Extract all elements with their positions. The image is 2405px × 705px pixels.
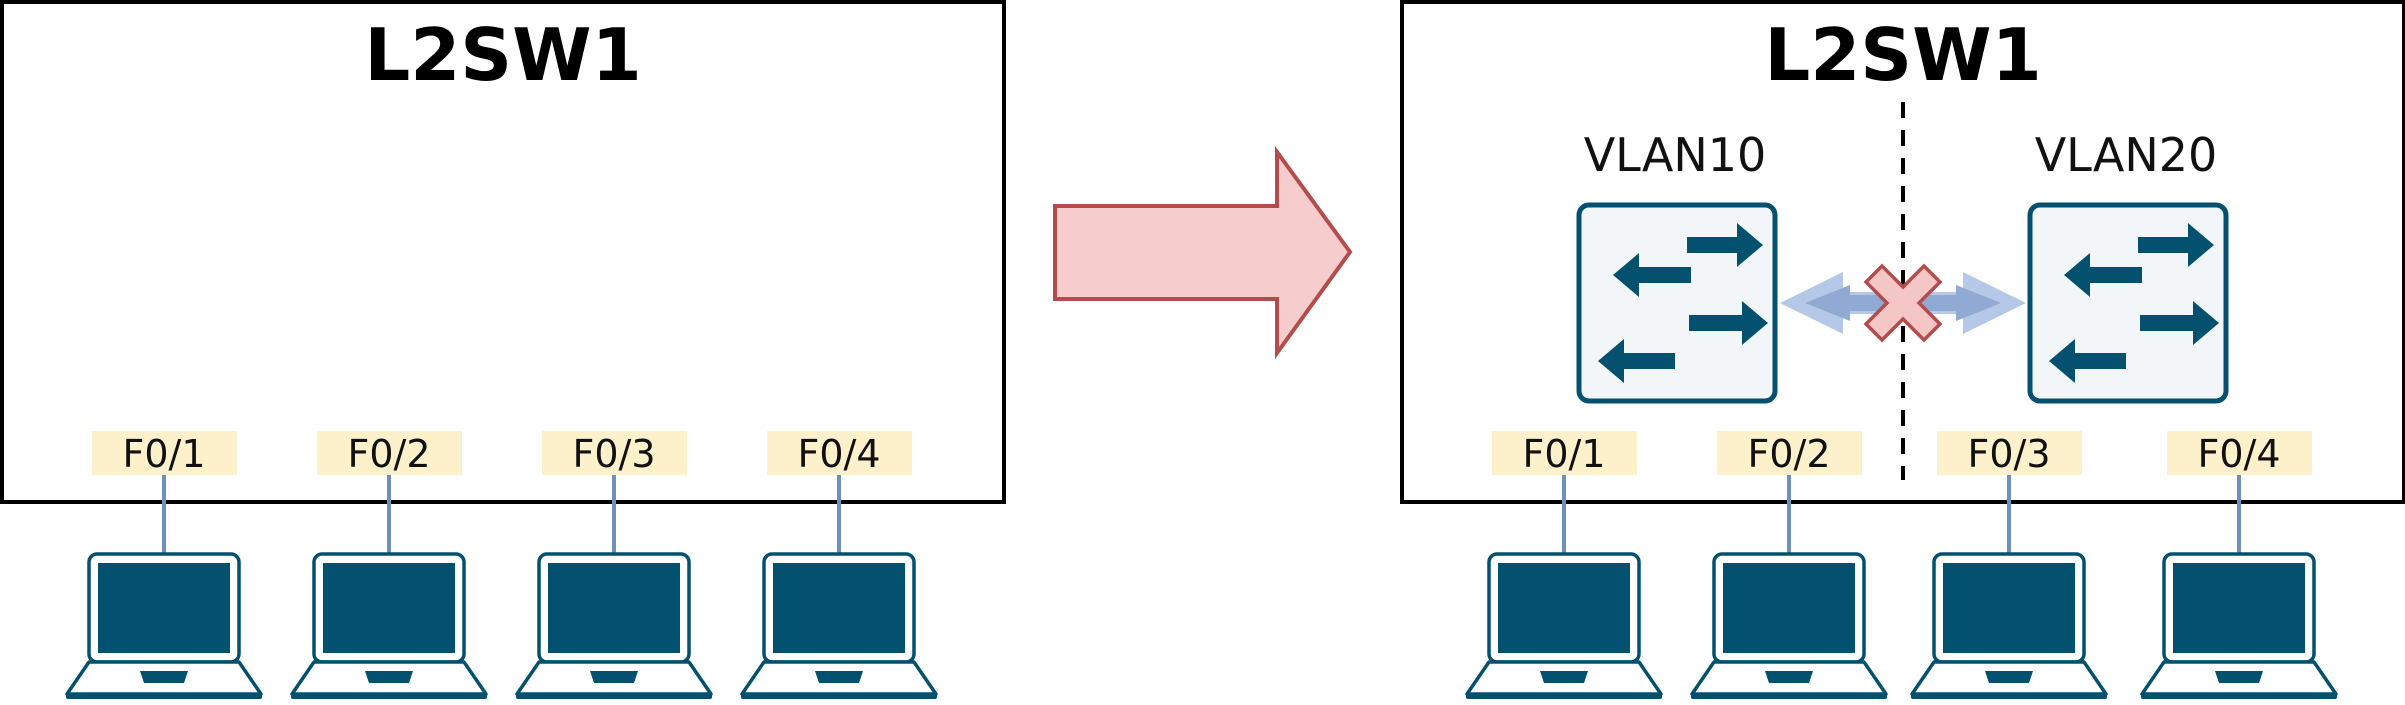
port-label: F0/2 [347, 432, 430, 476]
laptop-icon[interactable] [2139, 552, 2339, 701]
blocked-cross-icon [1863, 263, 1943, 343]
right-port-f0-2[interactable]: F0/2 [1717, 431, 1862, 476]
port-label: F0/4 [2197, 432, 2280, 476]
laptop-icon[interactable] [1689, 552, 1889, 701]
left-switch-title: L2SW1 [364, 13, 641, 97]
left-port-f0-1[interactable]: F0/1 [92, 431, 237, 476]
port-label: F0/1 [122, 432, 205, 476]
left-port-f0-3[interactable]: F0/3 [542, 431, 687, 476]
left-port-f0-2[interactable]: F0/2 [317, 431, 462, 476]
port-label: F0/4 [797, 432, 880, 476]
port-label: F0/3 [572, 432, 655, 476]
vlan10-label: VLAN10 [1584, 128, 1767, 182]
port-label: F0/2 [1747, 432, 1830, 476]
left-port-f0-4[interactable]: F0/4 [767, 431, 912, 476]
right-port-f0-1[interactable]: F0/1 [1492, 431, 1637, 476]
port-label: F0/1 [1522, 432, 1605, 476]
laptop-icon[interactable] [289, 552, 489, 701]
laptop-icon[interactable] [1464, 552, 1664, 701]
laptop-icon[interactable] [1909, 552, 2109, 701]
right-port-f0-3[interactable]: F0/3 [1937, 431, 2082, 476]
right-port-f0-4[interactable]: F0/4 [2167, 431, 2312, 476]
left-switch-frame [0, 0, 1006, 504]
vlan20-switch-icon[interactable] [2030, 205, 2226, 401]
left-switch: L2SW1 F0/1 F0/2 F0/3 F0/4 [0, 0, 1006, 701]
vlan20-label: VLAN20 [2035, 128, 2218, 182]
right-switch: L2SW1 VLAN10 VLAN20 F0/1 F0/2 F0/3 F0/4 [1400, 0, 2405, 701]
port-label: F0/3 [1967, 432, 2050, 476]
vlan10-switch-icon[interactable] [1579, 205, 1775, 401]
laptop-icon[interactable] [64, 552, 264, 701]
right-switch-title: L2SW1 [1764, 13, 2041, 97]
arrow-right-icon [1053, 145, 1353, 360]
laptop-icon[interactable] [739, 552, 939, 701]
laptop-icon[interactable] [514, 552, 714, 701]
